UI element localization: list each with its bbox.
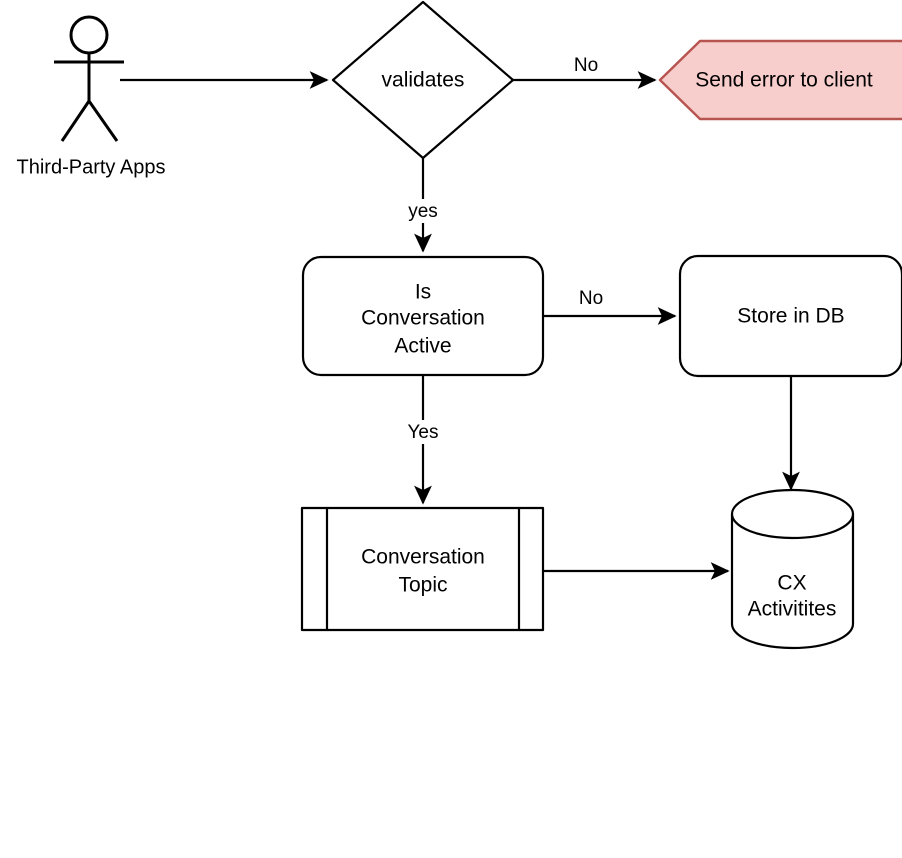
actor-leg-right-icon (87, 100, 119, 142)
cx-activities-label-line1: CX (777, 572, 806, 595)
edge-active-to-conversation-topic: Yes (399, 375, 447, 505)
edge-active-to-store-in-db: No (543, 286, 677, 325)
conversation-topic-label-line1: Conversation (361, 546, 485, 569)
edge-label-backdrop (399, 420, 447, 444)
node-conversation-topic[interactable]: Conversation Topic (300, 506, 545, 632)
edge-label-backdrop (570, 286, 612, 310)
edge-validates-to-send-error: No (513, 50, 657, 89)
node-store-in-db[interactable]: Store in DB (678, 254, 902, 378)
node-is-conversation-active[interactable]: Is Conversation Active (301, 255, 545, 377)
edge-label-active-no: No (579, 288, 603, 309)
is-conversation-active-label-line2: Conversation (361, 307, 485, 330)
actor-label: Third-Party Apps (17, 156, 166, 178)
edge-label-active-yes: Yes (408, 422, 439, 443)
conversation-topic-label-line2: Topic (398, 574, 447, 597)
conversation-topic-shape (300, 506, 545, 632)
edge-label-backdrop (400, 199, 446, 223)
store-in-db-label: Store in DB (737, 305, 844, 328)
send-error-hexagon-shape (658, 39, 902, 121)
node-validates[interactable]: validates (331, 0, 515, 160)
node-actor-third-party-apps[interactable]: Third-Party Apps (17, 15, 166, 178)
edge-validates-to-is-conversation-active: yes (400, 158, 446, 253)
node-cx-activities[interactable]: CX Activitites (730, 488, 855, 650)
edge-label-validates-yes: yes (408, 201, 438, 222)
actor-head-icon (69, 15, 109, 55)
send-error-label: Send error to client (695, 69, 873, 92)
cx-activities-cylinder-body (730, 512, 855, 650)
validates-label: validates (382, 69, 465, 92)
node-send-error-to-client[interactable]: Send error to client (658, 39, 902, 121)
cx-activities-label-line2: Activitites (748, 598, 837, 621)
cx-activities-cylinder-top (730, 488, 855, 540)
is-conversation-active-label-line1: Is (415, 281, 431, 304)
actor-leg-left-icon (60, 100, 91, 142)
edge-label-backdrop (565, 50, 607, 74)
is-conversation-active-label-line3: Active (394, 335, 451, 358)
edge-label-validates-no: No (574, 55, 598, 76)
